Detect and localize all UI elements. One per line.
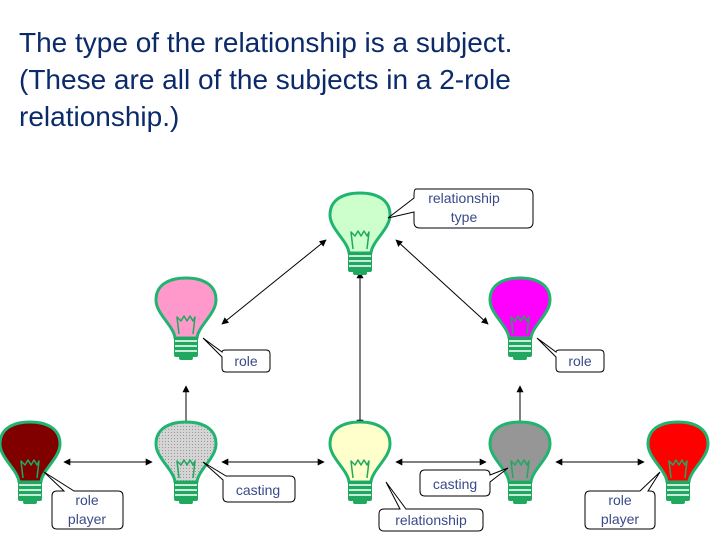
label-relationship-type-line1: relationship [428,190,500,206]
bulb-role-left-icon [154,276,218,360]
bulb-role-player-left-icon [0,420,62,504]
double-arrow [395,239,489,325]
bulb-relationship-type-icon [328,191,392,275]
callout-relationship-type: relationship type [387,188,534,229]
callout-role-right: role [536,337,605,373]
bulb-role-right-icon [488,276,552,360]
label-role-player-left-line2: player [68,511,106,527]
label-role-right: role [568,353,592,369]
callouts: relationship type role role casting cast… [43,188,661,532]
label-role-player-right-line2: player [601,511,639,527]
callout-role-player-right: role player [584,471,661,530]
bulbs [0,191,710,504]
title-line: (These are all of the subjects in a 2-ro… [19,64,511,95]
title-line: The type of the relationship is a subjec… [19,27,513,58]
bulb-relationship-icon [328,420,392,504]
bulb-role-player-right-icon [646,420,710,504]
label-role-player-right-line1: role [608,492,632,508]
callout-casting-right: casting [419,467,509,497]
callout-role-player-left: role player [43,471,124,530]
label-casting-left: casting [236,482,280,498]
label-role-player-left-line1: role [75,492,99,508]
label-casting-right: casting [433,476,477,492]
double-arrow [221,239,327,325]
slide-title: The type of the relationship is a subjec… [19,24,699,135]
title-line: relationship.) [19,101,180,132]
callout-relationship: relationship [378,481,484,532]
bulb-casting-right-icon [488,420,552,504]
label-relationship-type-line2: type [451,209,478,225]
callout-casting-left: casting [202,461,296,503]
callout-role-left: role [202,337,271,373]
label-relationship: relationship [395,512,467,528]
bulb-casting-left-icon [154,420,218,504]
label-role-left: role [234,353,258,369]
